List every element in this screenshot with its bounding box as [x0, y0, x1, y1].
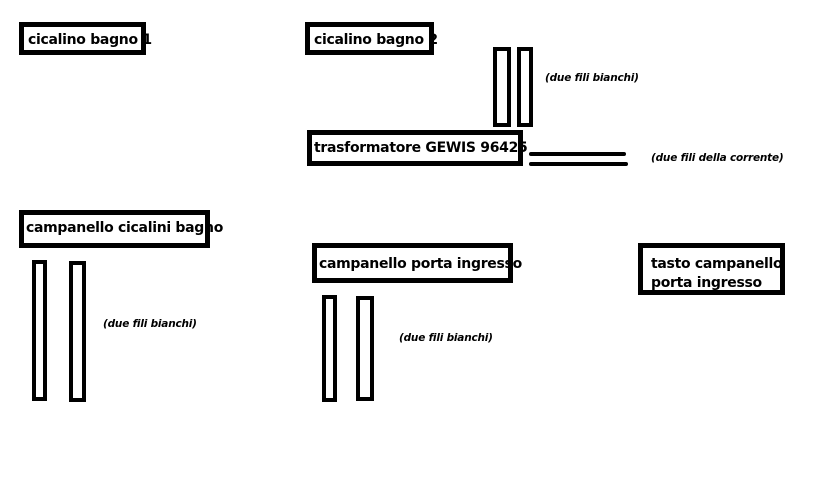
- campanello-porta-ingresso-label: campanello porta ingresso: [319, 256, 522, 272]
- white-wires-note: (due fili bianchi): [545, 72, 639, 84]
- cicalino-bagno-2-label: cicalino bagno 2: [314, 32, 438, 48]
- tasto-campanello-box: tasto campanello porta ingresso: [638, 243, 785, 295]
- campanello-cicalini-wires-note: (due fili bianchi): [103, 318, 197, 330]
- trasformatore-box: trasformatore GEWIS 96425: [307, 130, 528, 166]
- white-wire-2: [517, 47, 533, 127]
- campanello-porta-ingresso-box: campanello porta ingresso: [312, 243, 522, 283]
- white-wire-1: [493, 47, 511, 127]
- white-wire-6: [356, 296, 374, 401]
- white-wire-4: [69, 261, 86, 402]
- tasto-campanello-label-line2: porta ingresso: [651, 275, 762, 291]
- white-wire-5: [322, 295, 337, 402]
- tasto-campanello-label-line1: tasto campanello: [651, 256, 783, 272]
- power-wires-note: (due fili della corrente): [651, 152, 784, 164]
- trasformatore-label: trasformatore GEWIS 96425: [314, 140, 528, 156]
- campanello-cicalini-bagno-label: campanello cicalini bagno: [26, 220, 224, 236]
- cicalino-bagno-1-label: cicalino bagno 1: [28, 32, 152, 48]
- cicalino-bagno-2-box: cicalino bagno 2: [305, 22, 438, 55]
- power-wire-1: [529, 152, 626, 156]
- power-wire-2: [529, 162, 628, 166]
- white-wire-3: [32, 260, 47, 401]
- campanello-porta-wires-note: (due fili bianchi): [399, 332, 493, 344]
- campanello-cicalini-bagno-box: campanello cicalini bagno: [19, 210, 223, 248]
- cicalino-bagno-1-box: cicalino bagno 1: [19, 22, 152, 55]
